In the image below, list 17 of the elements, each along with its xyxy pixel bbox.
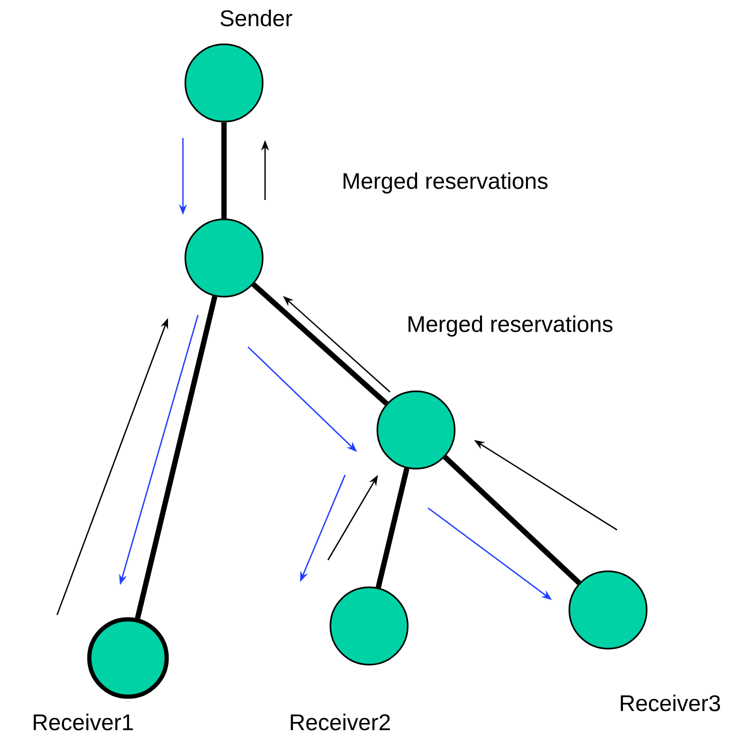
circle-node (330, 586, 409, 666)
circle-node (87, 617, 169, 699)
annotation-label: Merged reservations (408, 315, 612, 337)
link-line (442, 455, 582, 585)
link-line (221, 122, 227, 219)
node-label: Receiver1 (34, 714, 133, 730)
link-line (134, 296, 218, 619)
node-label: Sender (220, 10, 292, 26)
annotation-label: Merged reservations (344, 172, 548, 194)
circle-node (184, 218, 264, 298)
node-label: Receiver3 (620, 694, 720, 712)
link-line (376, 468, 410, 588)
link-line (252, 282, 388, 406)
circle-node (184, 43, 264, 122)
circle-node (376, 390, 456, 470)
node-label: Receiver2 (290, 714, 390, 730)
circle-node (568, 570, 648, 650)
